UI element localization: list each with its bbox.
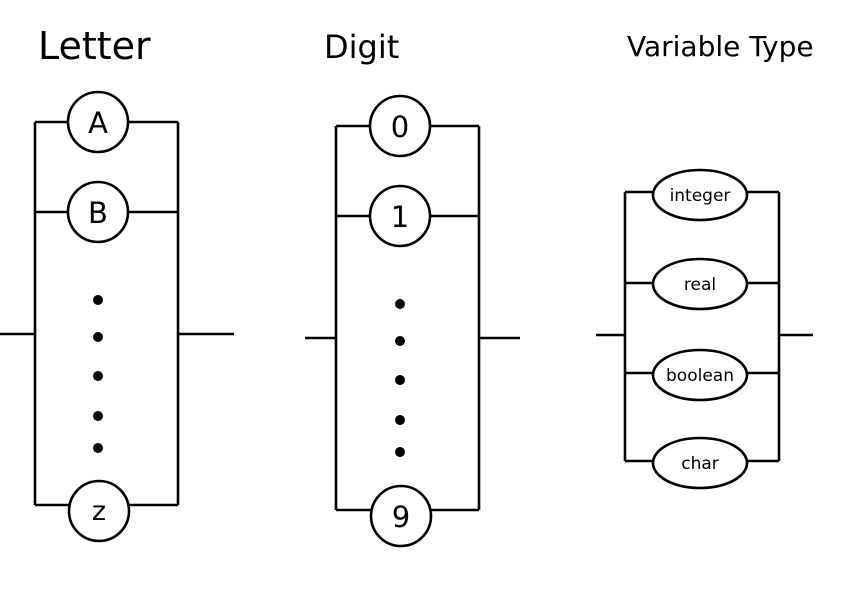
variable-type-node-boolean-label: boolean (666, 366, 734, 386)
letter-diagram: Letter A B z (0, 24, 234, 543)
letter-node-b-label: B (88, 196, 108, 230)
letter-ellipsis-dot (93, 332, 103, 342)
digit-ellipsis-dot (395, 375, 405, 385)
letter-ellipsis-dot (93, 295, 103, 305)
variable-type-node-char (651, 436, 749, 490)
variable-type-diagram: Variable Type integer real boolean char (596, 30, 814, 490)
digit-node-9-label: 9 (392, 500, 410, 534)
digit-node-1-label: 1 (391, 200, 409, 234)
variable-type-node-integer-label: integer (670, 186, 731, 206)
digit-ellipsis-dot (395, 415, 405, 425)
digit-diagram: Digit 0 1 9 (305, 28, 520, 548)
digit-ellipsis-dot (395, 336, 405, 346)
letter-ellipsis-dot (93, 443, 103, 453)
variable-type-node-integer (651, 168, 749, 222)
variable-type-title: Variable Type (627, 30, 814, 63)
letter-node-z (67, 479, 131, 543)
letter-node-b (66, 180, 130, 244)
letter-node-z-label: z (92, 496, 106, 527)
letter-node-a-label: A (88, 106, 108, 140)
digit-node-0 (368, 94, 432, 158)
variable-type-node-real-label: real (684, 275, 716, 295)
letter-ellipsis-dot (93, 371, 103, 381)
digit-ellipsis-dot (395, 299, 405, 309)
digit-title: Digit (324, 28, 399, 66)
digit-ellipsis-dot (395, 447, 405, 457)
variable-type-node-boolean (651, 348, 749, 402)
letter-node-a (66, 90, 130, 154)
digit-node-1 (368, 184, 432, 248)
letter-ellipsis-dot (93, 411, 103, 421)
variable-type-node-char-label: char (681, 454, 719, 474)
variable-type-node-real (651, 257, 749, 311)
digit-node-9 (369, 484, 433, 548)
digit-node-0-label: 0 (391, 110, 409, 144)
letter-title: Letter (38, 24, 151, 68)
